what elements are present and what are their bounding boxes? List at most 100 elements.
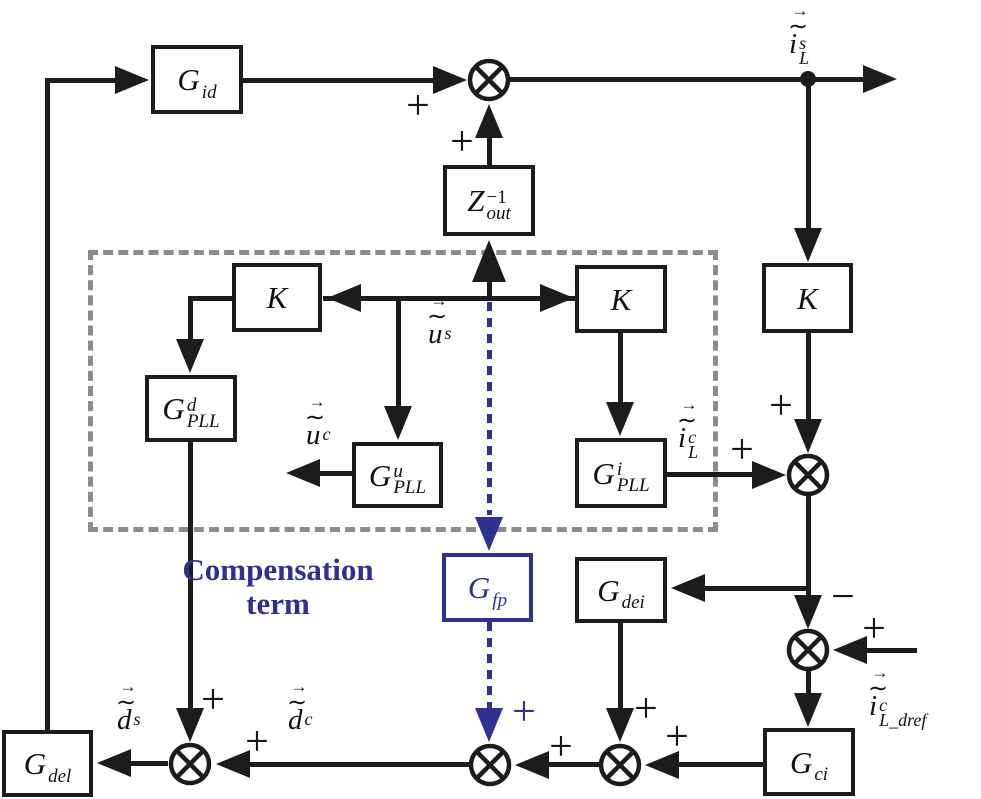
wire-gid-output [243, 78, 435, 83]
signal-label-d-s: d∼→s [115, 677, 141, 736]
plus-sign-gfp-into-s5: + [512, 689, 536, 735]
plus-sign-gdei-into-s4: + [634, 686, 658, 732]
wire-gplld-drop [188, 442, 193, 708]
compensation-term-line1: Compensation [182, 552, 374, 587]
arrowhead-s4-into-s5 [512, 751, 549, 779]
compensation-term-line2: term [246, 586, 310, 622]
wire-kright-drop [806, 333, 811, 421]
plus-sign-s4-into-s5: + [549, 724, 573, 770]
arrowhead-into-kleft [324, 284, 361, 312]
arrowhead-gplld-into-s6 [176, 708, 204, 745]
arrowhead-ref-into-s3 [830, 636, 867, 664]
block-label-k-left: K [266, 280, 288, 315]
signal-label-u-c: u∼→c [304, 392, 331, 451]
block-k-left: K [232, 263, 322, 332]
arrowhead-blue-into-s5 [475, 708, 503, 745]
plus-sign-gci-into-s4: + [665, 714, 689, 760]
sum-junction-right-upper [786, 453, 830, 497]
plus-sign-zout-into-s1: + [450, 119, 474, 165]
minus-sign-into-s3: − [831, 574, 855, 620]
wire-bus-to-gpllu [396, 298, 401, 406]
wire-feedback-top [45, 78, 117, 83]
arrowhead-uc-output [283, 459, 320, 487]
block-label-k-mid: K [610, 281, 632, 317]
arrowhead-into-kmid [540, 284, 577, 312]
sum-junction-top [467, 58, 511, 102]
sum-junction-right-lower [786, 628, 830, 672]
wire-blue-dashed-to-gfp [487, 302, 492, 515]
compensation-term-label: Compensation term [158, 552, 398, 622]
wire-feedback-riser [45, 78, 50, 730]
wire-gplli-output [667, 472, 755, 477]
wire-kleft-out-h [190, 296, 232, 301]
signal-label-d-c: d∼→c [286, 677, 313, 736]
arrowhead-kright-into-s2 [794, 419, 822, 456]
arrowhead-into-gid [115, 66, 152, 94]
plus-sign-kright-into-s2: + [769, 383, 793, 429]
plus-sign-gplli-into-s2: + [730, 427, 754, 473]
wire-kmid-drop [618, 333, 623, 403]
plus-sign-ref-into-s3: + [862, 606, 886, 652]
arrowhead-s5-into-s6 [213, 750, 250, 778]
wire-s4-to-s5 [548, 762, 599, 767]
block-k-right: K [762, 263, 853, 333]
wire-gdei-drop [618, 623, 623, 708]
plus-sign-gid-into-s1: + [406, 83, 430, 129]
wire-s3-to-gci [806, 671, 811, 695]
arrowhead-into-gci [794, 693, 822, 730]
arrowhead-into-gplld [176, 339, 204, 376]
wire-zout-to-s1 [487, 133, 492, 167]
arrowhead-gplli-into-s2 [752, 461, 789, 489]
sum-junction-bottom-right [598, 743, 642, 787]
arrowhead-output-right [863, 65, 900, 93]
arrowhead-zout-into-s1 [475, 101, 503, 138]
wire-s5-to-s6 [249, 762, 469, 767]
sum-junction-bottom-mid [468, 743, 512, 787]
block-k-mid: K [575, 265, 667, 333]
arrowhead-into-s1 [433, 66, 470, 94]
arrowhead-into-gdei [668, 574, 705, 602]
branch-node-dot [800, 71, 816, 87]
arrowhead-into-kright [794, 228, 822, 265]
sum-junction-bottom-left [168, 742, 212, 786]
wire-ref-input [864, 648, 917, 653]
arrowhead-into-gplli [606, 402, 634, 439]
pll-group-dashed-box [88, 250, 718, 532]
wire-blue-dashed-to-s5 [487, 622, 492, 708]
signal-label-u-s: u∼→s [426, 291, 452, 350]
wire-branch-to-gdei [702, 586, 811, 591]
wire-gci-output [678, 762, 763, 767]
block-label-k-right: K [797, 280, 818, 316]
wire-node-drop [806, 79, 811, 230]
arrowhead-into-gdel [94, 749, 131, 777]
arrowhead-gdei-into-s4 [606, 708, 634, 745]
wire-kleft-out-v [188, 296, 193, 341]
plus-sign-s5-into-s6: + [245, 719, 269, 765]
arrowhead-into-gpllu [384, 406, 412, 443]
arrowhead-gci-into-s4 [642, 751, 679, 779]
wire-gpllu-output [315, 471, 352, 476]
arrowhead-into-s3 [794, 595, 822, 632]
wire-bus-horizontal [323, 296, 577, 301]
